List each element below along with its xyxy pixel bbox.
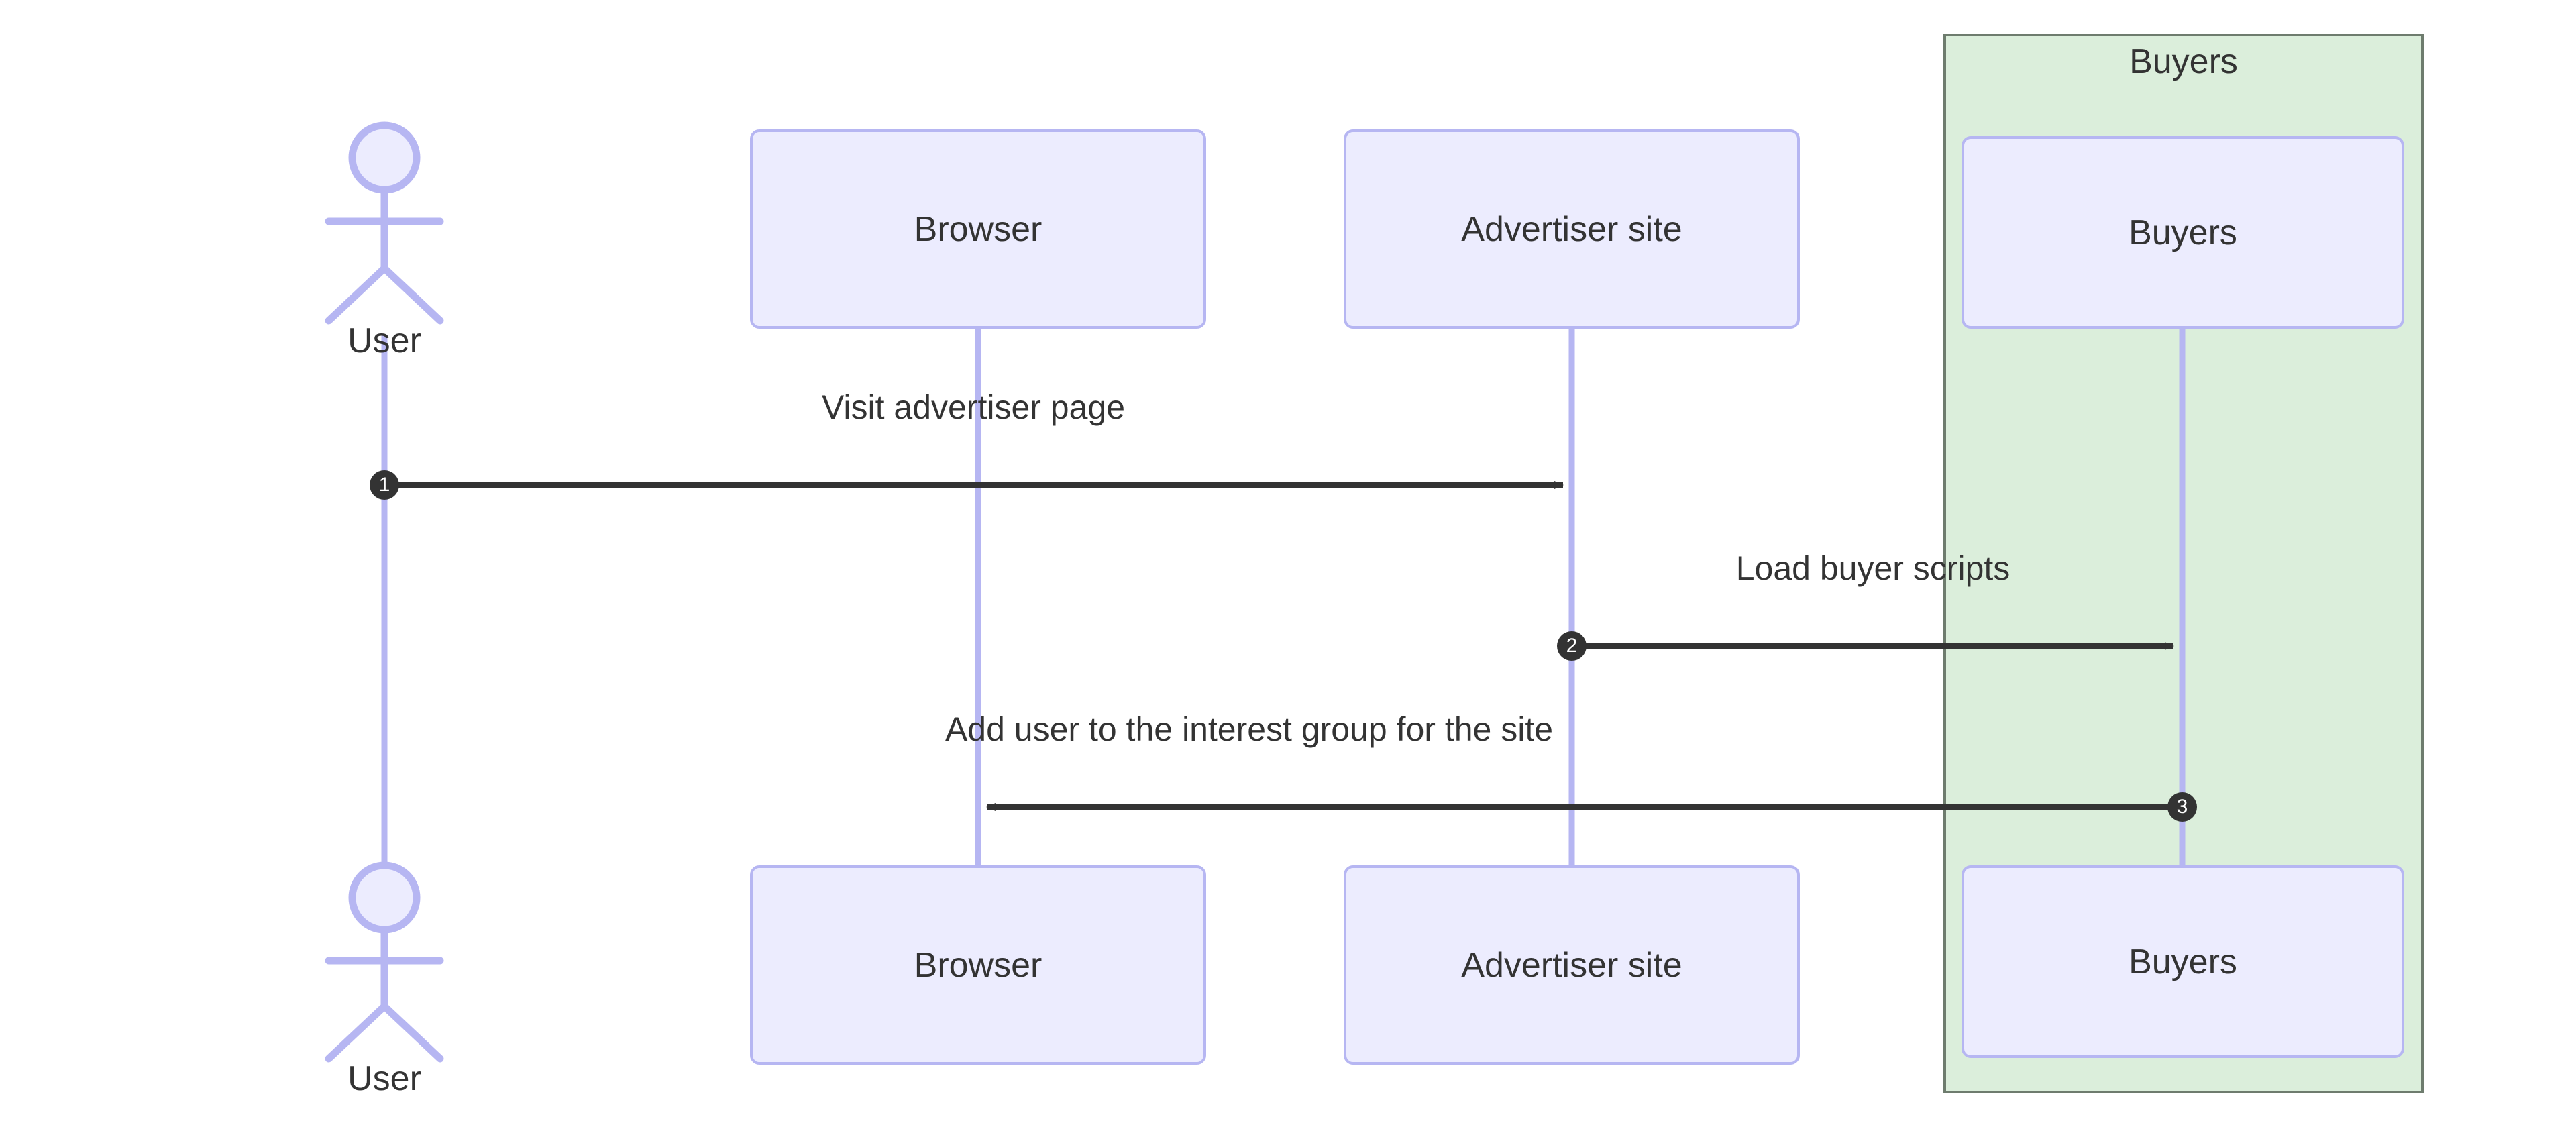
participant-label-buyers-top: Buyers: [2129, 213, 2237, 252]
participant-label-advertiser-top: Advertiser site: [1461, 209, 1682, 249]
participant-label-advertiser-bottom: Advertiser site: [1461, 945, 1682, 985]
actor-user-top: [325, 121, 444, 325]
participant-label-buyers-bottom: Buyers: [2129, 942, 2237, 981]
sequence-badge-2[interactable]: 2: [1557, 631, 1587, 661]
message-label-1: Visit advertiser page: [821, 388, 1126, 426]
actor-label-user-top: User: [347, 321, 421, 360]
message-label-2: Load buyer scripts: [1735, 549, 2010, 587]
actor-user-bottom: [325, 861, 444, 1063]
participant-box-buyers-top[interactable]: Buyers: [1962, 136, 2404, 329]
sequence-badge-3[interactable]: 3: [2167, 792, 2197, 822]
participant-label-browser-bottom: Browser: [914, 945, 1042, 985]
message-label-3: Add user to the interest group for the s…: [945, 710, 1554, 748]
participant-box-browser-bottom[interactable]: Browser: [750, 865, 1206, 1065]
sequence-badge-1[interactable]: 1: [370, 470, 399, 500]
lifelines: [381, 329, 2186, 865]
participant-label-browser-top: Browser: [914, 209, 1042, 249]
message-arrows: [384, 481, 2182, 811]
actor-label-user-bottom: User: [347, 1059, 421, 1098]
participant-box-browser-top[interactable]: Browser: [750, 129, 1206, 329]
group-label-buyers: Buyers: [2129, 42, 2238, 81]
participant-box-advertiser-bottom[interactable]: Advertiser site: [1344, 865, 1800, 1065]
participant-box-buyers-bottom[interactable]: Buyers: [1962, 865, 2404, 1058]
participant-box-advertiser-top[interactable]: Advertiser site: [1344, 129, 1800, 329]
